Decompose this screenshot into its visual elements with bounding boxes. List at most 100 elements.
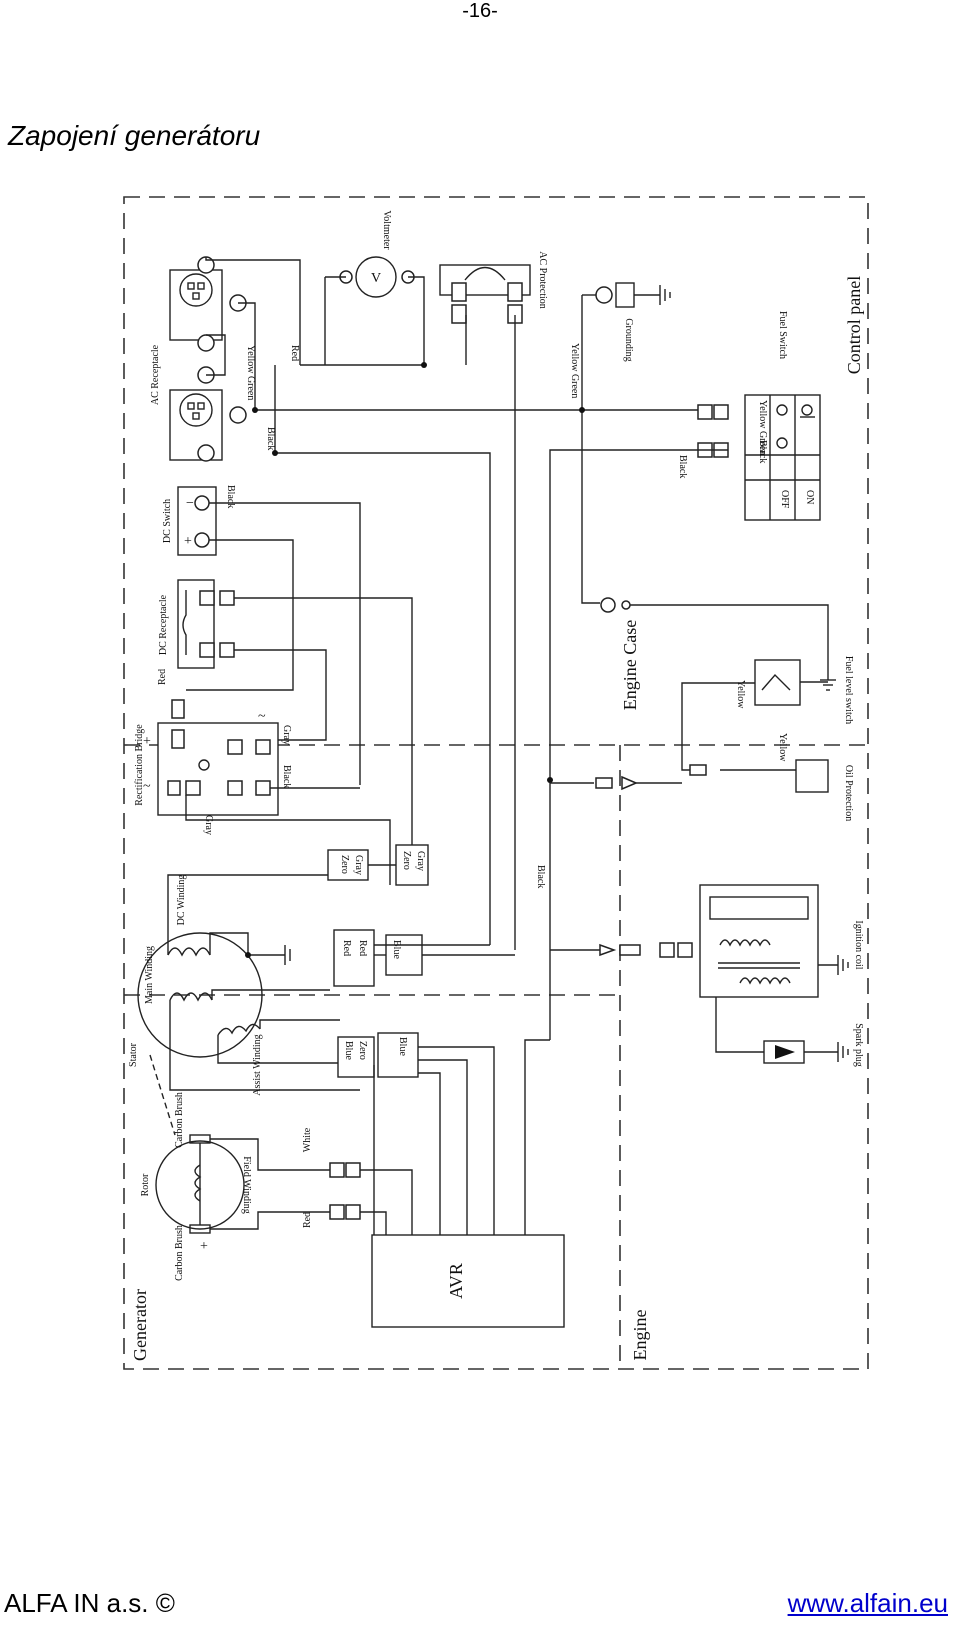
connector-label-blue-2: Blue: [343, 1041, 354, 1060]
connector-arrow: [621, 775, 638, 791]
rotor-connector: [329, 1162, 345, 1178]
rectification-ac: ~: [143, 779, 151, 794]
connector-label-zero-2: Zero: [401, 851, 412, 870]
fuel-switch-col-yellow-green: Yellow Green: [757, 400, 768, 455]
rotor: [155, 1140, 245, 1230]
carbon-brush-label-2: Carbon Brush: [174, 1225, 185, 1281]
fuel-switch-row-off: OFF: [779, 490, 790, 509]
dc-switch-wire: [209, 502, 361, 785]
assist-winding-wire: [259, 1019, 340, 1029]
wire-label-gray-1: Gray: [281, 725, 292, 745]
engine-case-ground-terminal: [600, 597, 631, 613]
connector-plug: [677, 942, 693, 958]
stator: [137, 932, 263, 1058]
rectification-wire: [185, 795, 391, 885]
wire-label-red-1: Red: [289, 345, 300, 361]
diagram-border: [123, 196, 869, 1370]
junction-dot: [252, 407, 258, 413]
connector-label-gray-2: Gray: [415, 851, 426, 871]
dc-winding-wire: [167, 874, 330, 955]
connector-plug: [619, 944, 641, 956]
rotor-wire: [210, 1211, 330, 1230]
connector-plug: [659, 942, 675, 958]
main-winding-label: Main Winding: [144, 946, 155, 1004]
connector-label-red-2: Red: [357, 940, 368, 956]
rectification-ac-2: ~: [258, 709, 266, 724]
ground-symbol: [284, 945, 291, 965]
voltmeter-label: Voltmeter: [381, 210, 392, 250]
engine-label: Engine: [630, 1310, 650, 1361]
fuel-switch-connector-1: [697, 404, 713, 420]
connector-block-main: [333, 929, 423, 987]
ac-protection: [439, 264, 531, 324]
footer-company: ALFA IN a.s. ©: [4, 1588, 175, 1618]
wire-label-yellow-2: Yellow: [777, 733, 788, 762]
dc-receptacle-wire: [234, 649, 327, 741]
assist-winding-label: Assist Winding: [252, 1034, 263, 1095]
connector-label-blue-1: Blue: [391, 940, 402, 959]
page-title: Zapojení generátoru: [8, 120, 261, 151]
ac-protection-label: AC Protection: [537, 251, 548, 309]
avr-wire: [418, 1059, 468, 1235]
carbon-brush-label-1: Carbon Brush: [174, 1092, 185, 1148]
junction-dot: [272, 450, 278, 456]
main-winding-wire: [211, 989, 330, 1000]
fuel-level-switch-label: Fuel level switch: [843, 656, 854, 724]
spark-plug-wire: [715, 997, 764, 1053]
dc-switch-wire: [186, 539, 294, 691]
rotor-wire: [360, 1211, 387, 1235]
connector-plug: [595, 777, 613, 789]
dc-receptacle-label: DC Receptacle: [158, 594, 169, 655]
main-winding-wire: [169, 1000, 360, 1091]
dc-receptacle: [177, 579, 235, 669]
wire-label-red-3: Red: [302, 1212, 313, 1228]
assist-winding-coil: [217, 1023, 261, 1036]
dc-winding-label: DC Winding: [176, 875, 187, 926]
rotor-wire: [210, 1138, 330, 1171]
main-winding-coil: [169, 992, 213, 1002]
junction-dot: [547, 777, 553, 783]
wire-label-black-3: Black: [225, 485, 236, 508]
wire-label-white: White: [302, 1127, 313, 1152]
connector-label-blue-3: Blue: [397, 1037, 408, 1056]
connector-label-red-1: Red: [341, 940, 352, 956]
dc-winding-wire: [209, 932, 285, 956]
field-winding-label: Field Winding: [241, 1156, 252, 1213]
dc-switch-plus: +: [184, 534, 192, 549]
footer-website-link[interactable]: www.alfain.eu: [787, 1588, 948, 1618]
page-number: -16-: [462, 0, 498, 22]
wire-label-red-2: Red: [157, 669, 168, 685]
grounding-label: Grounding: [623, 318, 634, 361]
rotor-connector: [345, 1204, 361, 1220]
fuel-level-switch: [754, 659, 828, 706]
ignition-coil: [699, 884, 819, 998]
stator-label: Stator: [128, 1042, 139, 1067]
dc-switch-label: DC Switch: [162, 499, 173, 543]
wire-label-black-2: Black: [677, 455, 688, 478]
connector-block-assist: [337, 1032, 419, 1078]
wire-label-black-1: Black: [265, 427, 276, 450]
ground-symbol: [837, 1042, 849, 1062]
fuel-switch-label: Fuel Switch: [777, 311, 788, 359]
avr-label: AVR: [446, 1263, 466, 1299]
fuel-switch-connector-2: [713, 404, 729, 420]
grounding: [595, 282, 671, 308]
carbon-brush-plus: +: [200, 1239, 208, 1254]
connector-label-zero-3: Zero: [357, 1041, 368, 1060]
fuel-switch-table: [744, 394, 821, 521]
fuel-switch-row-on: ON: [804, 490, 815, 504]
rectification-bridge: [157, 699, 279, 816]
rotor-connector: [329, 1204, 345, 1220]
engine-case-wire: [630, 604, 829, 680]
generator-label: Generator: [130, 1289, 150, 1361]
avr-wire: [418, 1072, 441, 1235]
oil-protection-wire: [681, 682, 755, 771]
rotor-connector: [345, 1162, 361, 1178]
wire-label-yellow-green-1: Yellow Green: [245, 345, 256, 400]
dc-switch-minus: −: [186, 496, 194, 511]
wire-label-gray-2: Gray: [203, 815, 214, 835]
ac-receptacle-2: [169, 366, 247, 462]
oil-protection-label: Oil Protection: [843, 765, 854, 821]
stator-rotor-link: [149, 1054, 176, 1136]
oil-protection: [795, 759, 829, 793]
